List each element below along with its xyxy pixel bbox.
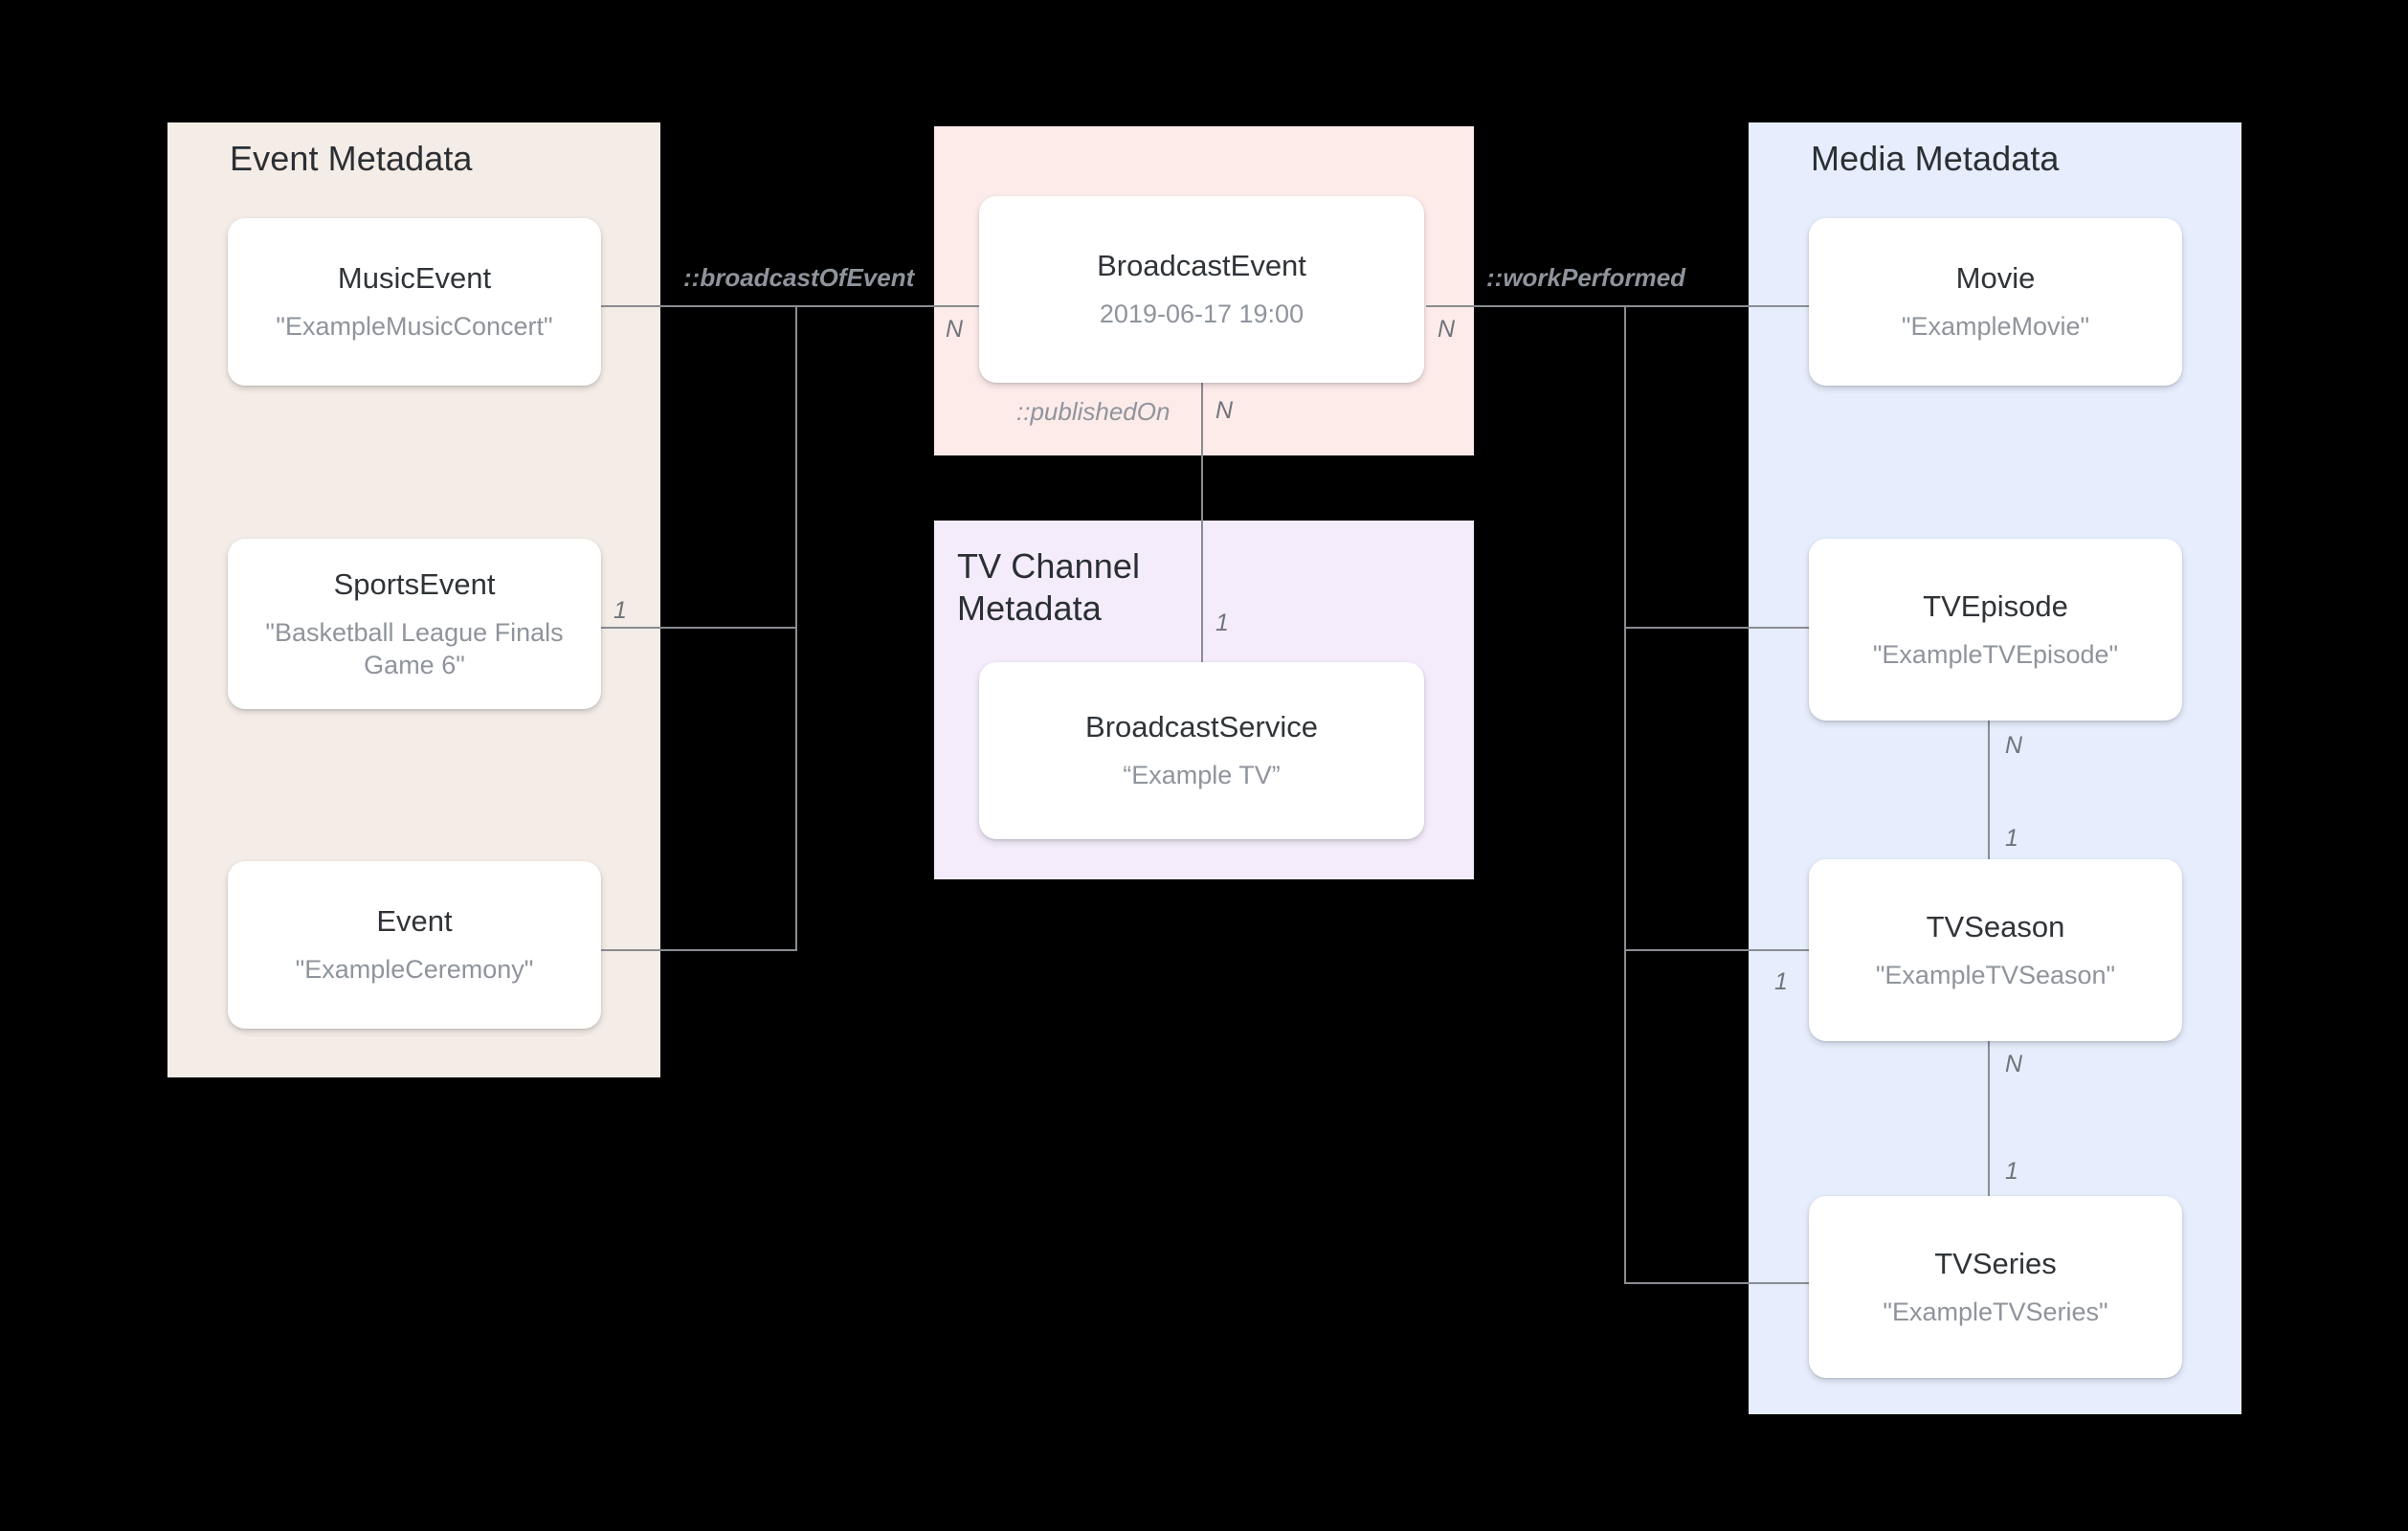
group-title-tv-channel-metadata: TV Channel Metadata	[957, 546, 1141, 628]
connector-music-event-to-trunk	[597, 305, 980, 307]
cardinality-tv-season-bottom: N	[2005, 1051, 2023, 1077]
entity-type: SportsEvent	[333, 566, 496, 601]
entity-card-sports-event[interactable]: SportsEvent "Basketball League Finals Ga…	[228, 539, 601, 709]
cardinality-tv-season-top: 1	[2005, 825, 2018, 852]
relationship-label-published-on: ::publishedOn	[1016, 397, 1171, 426]
connector-published-on	[1201, 383, 1203, 665]
connector-tv-season-to-tv-series	[1988, 1039, 1990, 1231]
cardinality-tv-season-left: 1	[1774, 968, 1788, 995]
cardinality-sports-event-right: 1	[613, 597, 627, 624]
entity-value: "ExampleMovie"	[1901, 312, 2090, 342]
entity-card-event[interactable]: Event "ExampleCeremony"	[228, 861, 601, 1029]
entity-type: Event	[376, 904, 453, 939]
entity-card-music-event[interactable]: MusicEvent "ExampleMusicConcert"	[228, 218, 601, 386]
relationship-label-work-performed: ::workPerformed	[1486, 263, 1686, 292]
connector-media-trunk-to-tv-season	[1624, 949, 1809, 951]
entity-type: TVSeason	[1926, 909, 2065, 943]
connector-media-trunk-to-tv-episode	[1624, 627, 1809, 629]
entity-card-broadcast-service[interactable]: BroadcastService “Example TV”	[979, 662, 1424, 839]
entity-type: MusicEvent	[337, 261, 492, 296]
entity-type: BroadcastService	[1085, 710, 1318, 744]
entity-card-tv-episode[interactable]: TVEpisode "ExampleTVEpisode"	[1809, 539, 2182, 721]
entity-value: "ExampleMusicConcert"	[276, 312, 553, 342]
group-title-event-metadata: Event Metadata	[230, 139, 473, 178]
cardinality-broadcast-service-top: 1	[1215, 610, 1229, 636]
entity-value: "ExampleTVSeries"	[1883, 1297, 2108, 1326]
entity-card-tv-season[interactable]: TVSeason "ExampleTVSeason"	[1809, 859, 2182, 1041]
entity-type: BroadcastEvent	[1097, 249, 1306, 283]
entity-type: TVEpisode	[1923, 588, 2068, 623]
entity-type: TVSeries	[1934, 1246, 2057, 1280]
connector-tv-episode-to-tv-season	[1988, 720, 1990, 911]
cardinality-tv-episode-bottom: N	[2005, 732, 2023, 759]
entity-card-tv-series[interactable]: TVSeries "ExampleTVSeries"	[1809, 1196, 2182, 1378]
connector-broadcast-event-to-media	[1426, 305, 1809, 307]
entity-value: "Basketball League Finals Game 6"	[265, 617, 564, 679]
entity-value: "ExampleTVSeason"	[1875, 960, 2116, 989]
cardinality-tv-series-top: 1	[2005, 1158, 2018, 1185]
cardinality-broadcast-event-right: N	[1438, 316, 1456, 343]
entity-value: "ExampleTVEpisode"	[1872, 639, 2119, 669]
entity-value: “Example TV”	[1123, 761, 1281, 790]
connector-media-trunk-to-tv-series	[1624, 1282, 1809, 1284]
entity-card-movie[interactable]: Movie "ExampleMovie"	[1809, 218, 2182, 386]
connector-event-to-trunk	[597, 949, 797, 951]
entity-value: 2019-06-17 19:00	[1099, 300, 1304, 329]
entity-type: Movie	[1955, 261, 2036, 296]
relationship-label-broadcast-of-event: ::broadcastOfEvent	[683, 263, 915, 292]
cardinality-broadcast-event-left: N	[946, 316, 964, 343]
entity-card-broadcast-event[interactable]: BroadcastEvent 2019-06-17 19:00	[979, 196, 1424, 383]
connector-media-trunk	[1624, 305, 1626, 1284]
entity-value: "ExampleCeremony"	[295, 955, 534, 985]
connector-sports-event-to-trunk	[597, 627, 797, 629]
cardinality-broadcast-event-bottom: N	[1215, 397, 1234, 424]
group-title-media-metadata: Media Metadata	[1811, 139, 2060, 178]
